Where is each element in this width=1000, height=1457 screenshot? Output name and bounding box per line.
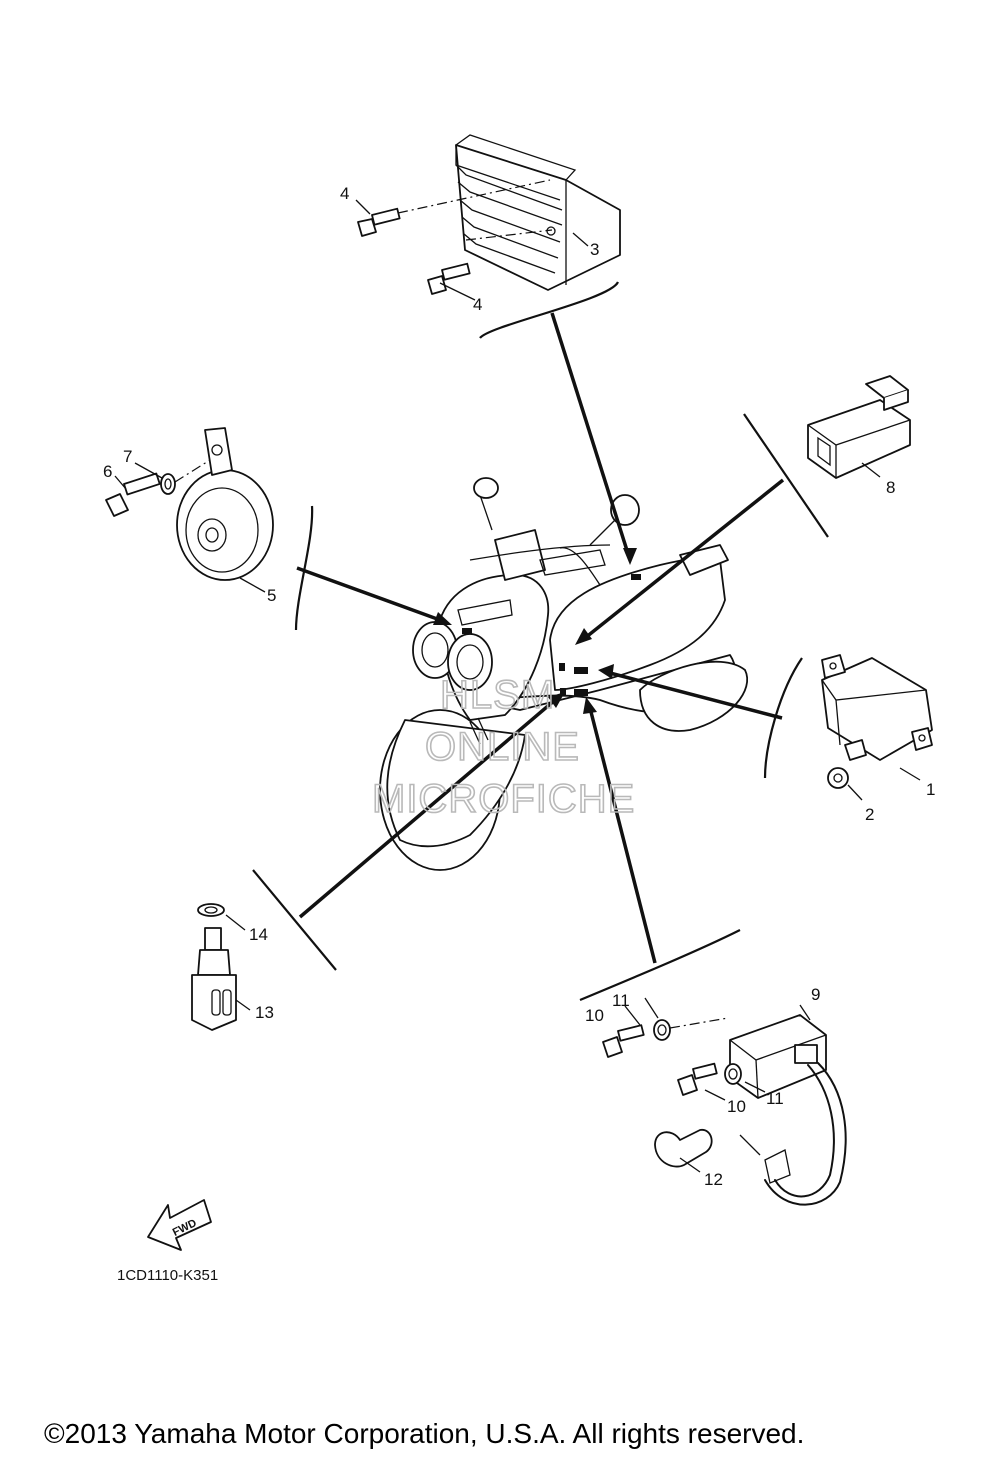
callout-3: 3 [590,240,599,259]
copyright-notice: ©2013 Yamaha Motor Corporation, U.S.A. A… [44,1418,804,1449]
callout-6: 6 [103,462,112,481]
watermark: HLSM ONLINE MICROFICHE [371,672,635,822]
watermark-line3: MICROFICHE [372,777,635,821]
switch-assembly [191,903,251,1031]
bolt-lower [427,262,471,295]
leader-lines [296,312,785,964]
callout-11-upper: 11 [612,991,630,1010]
relay-connector [807,375,911,479]
watermark-line2: ONLINE [425,725,580,769]
bolt-upper [357,207,401,237]
ignition-coil-assembly [602,997,847,1206]
callout-8: 8 [886,478,895,497]
callout-labels: 4 3 4 7 6 5 8 1 2 14 13 9 11 10 10 11 12 [103,184,935,1189]
callout-1: 1 [926,780,935,799]
callout-2: 2 [865,805,874,824]
callout-13: 13 [255,1003,274,1022]
callout-5: 5 [267,586,276,605]
callout-4-upper: 4 [340,184,349,203]
diagram-code: 1CD1110-K351 [117,1267,218,1284]
cdi-unit-assembly [821,654,933,801]
callout-12: 12 [704,1170,723,1189]
horn-assembly [105,427,274,593]
callout-7: 7 [123,447,132,466]
callout-4-lower: 4 [473,295,482,314]
watermark-line1: HLSM [440,673,555,717]
callout-14: 14 [249,925,268,944]
callout-11-lower: 11 [766,1089,784,1108]
callout-9: 9 [811,985,820,1004]
callout-10-upper: 10 [585,1006,604,1025]
fwd-arrow: FWD [147,1199,212,1251]
callout-10-lower: 10 [727,1097,746,1116]
group-brackets [252,281,829,1002]
rectifier-regulator-assembly [355,134,621,301]
